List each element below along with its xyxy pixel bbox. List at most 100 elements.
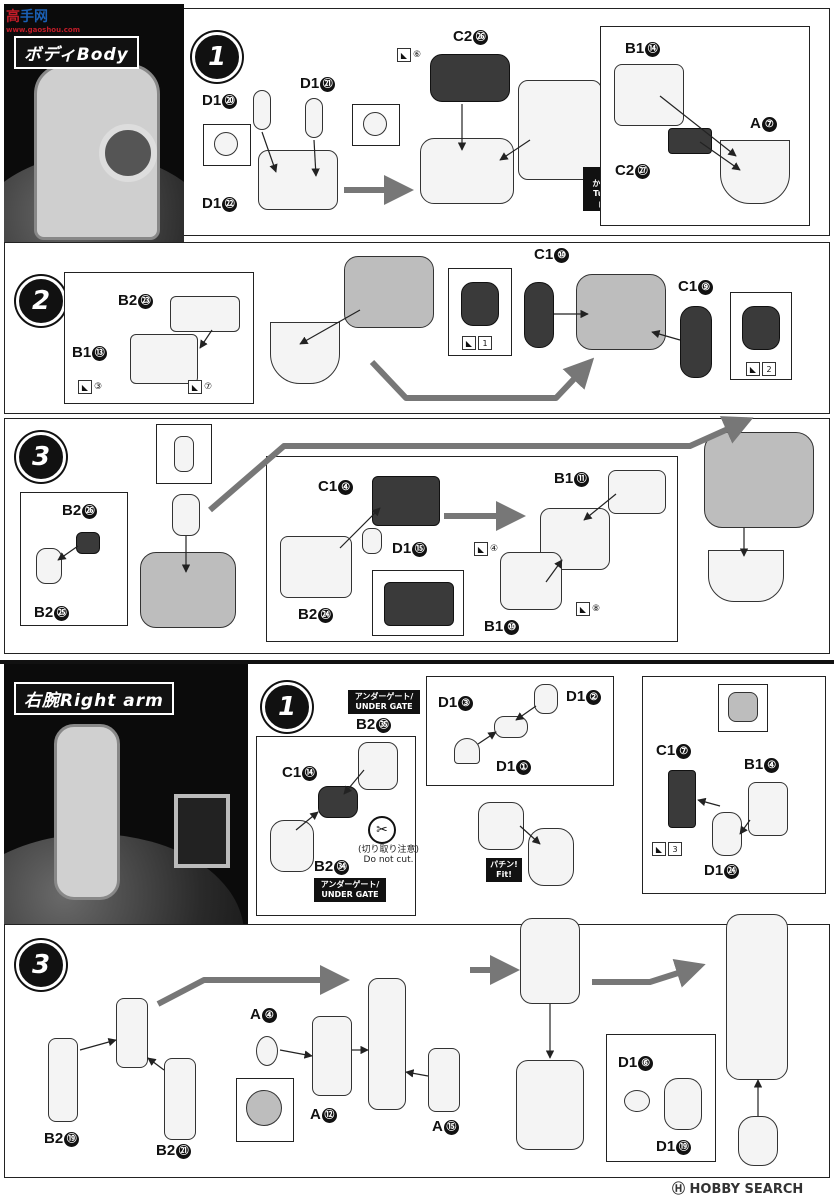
part-d1-20-detail xyxy=(214,132,238,156)
part-front-chest xyxy=(270,322,340,384)
part-chest-final xyxy=(708,550,784,602)
watermark-top: 高手网 www.gaoshou.com xyxy=(6,6,80,34)
under-gate-label-top: アンダーゲート/ UNDER GATE xyxy=(348,690,420,714)
part-neck-detail xyxy=(174,436,194,472)
part-c1-10-detail xyxy=(461,282,499,326)
under-gate-label-bottom: アンダーゲート/ UNDER GATE xyxy=(314,878,386,902)
part-c2-26 xyxy=(430,54,510,102)
gate-marker-7: ◣⑦ xyxy=(188,380,212,394)
part-torso-side xyxy=(576,274,666,350)
part-forearm-assembly xyxy=(516,1060,584,1150)
part-neck xyxy=(172,494,200,536)
part-b2-24 xyxy=(280,536,352,598)
part-d1-24 xyxy=(712,812,742,856)
body-step1-badge: 1 xyxy=(192,32,242,82)
part-d1-21 xyxy=(305,98,323,138)
gate-marker-4: ◣④ xyxy=(474,542,498,556)
part-a7 xyxy=(720,140,790,204)
part-d1-19 xyxy=(664,1078,702,1130)
part-b2-21 xyxy=(164,1058,196,1140)
part-c1-4 xyxy=(372,476,440,526)
body-step2-badge: 2 xyxy=(16,276,66,326)
arm-step3-badge: 3 xyxy=(16,940,66,990)
hobby-search-logo-icon: Ⓗ xyxy=(672,1182,685,1197)
part-d1-20 xyxy=(253,90,271,130)
watermark-url: www.gaoshou.com xyxy=(6,26,80,34)
do-not-cut-note: (切り取り注意) Do not cut. xyxy=(358,842,419,865)
part-b2-25 xyxy=(36,548,62,584)
part-a4-detail xyxy=(246,1090,282,1126)
watermark-glyph: 高 xyxy=(6,9,20,25)
part-torso-final xyxy=(704,432,814,528)
part-shoulder-assembly xyxy=(478,802,524,850)
part-forearm-core xyxy=(368,978,406,1110)
figure-chest-circle xyxy=(99,124,157,182)
part-c1-10 xyxy=(524,282,554,348)
part-b1-13 xyxy=(130,334,198,384)
part-d1-6 xyxy=(624,1090,650,1112)
label-d1-24: D1㉔ xyxy=(704,862,739,879)
part-d1-21-detail xyxy=(363,112,387,136)
part-b2-26 xyxy=(76,532,100,554)
part-a4 xyxy=(256,1036,278,1066)
part-c1-9-detail xyxy=(742,306,780,350)
part-hand-final xyxy=(738,1116,778,1166)
part-d1-2 xyxy=(534,684,558,714)
label-c1-14: C1⑭ xyxy=(282,764,317,781)
figure-wrist-device xyxy=(174,794,230,868)
arm-section-title: 右腕Right arm xyxy=(14,682,174,715)
part-torso-core xyxy=(420,138,514,204)
gate-marker-2: ◣2 xyxy=(746,362,776,376)
part-a12 xyxy=(312,1016,352,1096)
part-d1-15 xyxy=(362,528,382,554)
part-c1-9 xyxy=(680,306,712,378)
gate-marker-6: ◣⑥ xyxy=(397,48,421,62)
part-d1-3 xyxy=(454,738,480,764)
part-d1-22-frame xyxy=(258,150,338,210)
part-upper-arm-core xyxy=(116,998,148,1068)
part-b1-11 xyxy=(608,470,666,514)
body-step3-badge: 3 xyxy=(16,432,66,482)
label-a12: A⑫ xyxy=(310,1106,337,1123)
gate-marker-arm-3: ◣3 xyxy=(652,842,682,856)
part-arm-assembly-mid xyxy=(520,918,580,1004)
part-d1-1 xyxy=(494,716,528,738)
figure-arm-image xyxy=(54,724,120,900)
gate-marker-1: ◣1 xyxy=(462,336,492,350)
part-back-shell xyxy=(518,80,602,180)
part-b1-4 xyxy=(748,782,788,836)
part-c1-4-back xyxy=(384,582,454,626)
watermark-bottom: Ⓗ HOBBY SEARCH xyxy=(672,1178,803,1197)
part-b1-10 xyxy=(500,552,562,610)
part-c1-7-detail xyxy=(728,692,758,722)
watermark-bottom-text: HOBBY SEARCH xyxy=(690,1182,804,1197)
part-b2-19 xyxy=(48,1038,78,1122)
gate-marker-8: ◣⑧ xyxy=(576,602,600,616)
part-a15 xyxy=(428,1048,460,1112)
part-torso-step3 xyxy=(140,552,236,628)
part-b1-14 xyxy=(614,64,684,126)
